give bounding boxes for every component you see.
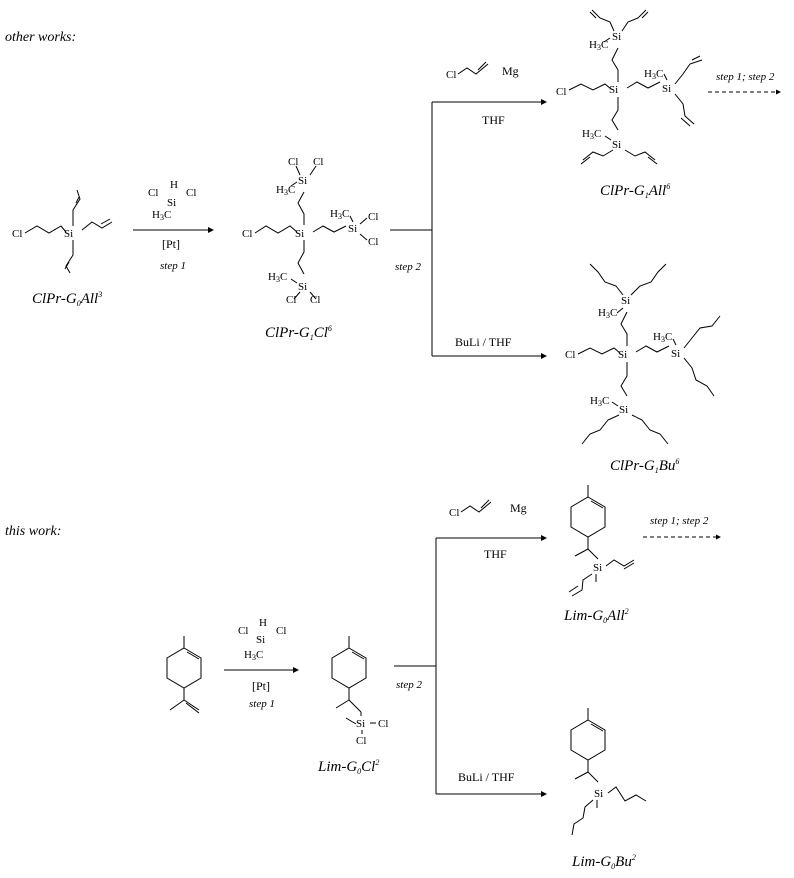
compound-name-lim-g0cl2: Lim-G0Cl2 — [317, 758, 379, 776]
svg-text:H3C: H3C — [152, 209, 171, 222]
structure-lim-g0bu2: Si — [570, 708, 647, 836]
svg-text:Si: Si — [612, 31, 621, 43]
step12-label-top: step 1; step 2 — [716, 71, 775, 83]
structure-clpr-g1cl6: Cl Si Si Cl Cl H3C Si Cl Cl H3C Si H3C C… — [242, 156, 378, 306]
svg-text:Si: Si — [593, 562, 602, 574]
svg-text:Cl: Cl — [310, 294, 320, 306]
svg-text:Cl: Cl — [356, 735, 366, 747]
svg-text:Si: Si — [298, 175, 307, 187]
thf-label-top: THF — [482, 113, 505, 127]
svg-text:H: H — [259, 617, 267, 629]
catalyst-label: [Pt] — [162, 237, 180, 251]
svg-text:H3C: H3C — [330, 208, 349, 221]
svg-text:Cl: Cl — [556, 86, 566, 98]
svg-text:Si: Si — [295, 228, 304, 240]
reagent-allyl-grignard-bottom: Cl Mg — [449, 499, 527, 519]
svg-text:Cl: Cl — [449, 507, 459, 519]
buli-label-bottom: BuLi / THF — [458, 770, 515, 784]
svg-text:Si: Si — [671, 348, 680, 360]
svg-text:Mg: Mg — [510, 501, 527, 515]
svg-text:Si: Si — [356, 718, 365, 730]
reagent-silane-bottom: H Cl Si Cl H3C — [238, 617, 286, 662]
svg-text:H3C: H3C — [268, 271, 287, 284]
compound-name-clpr-g1bu6: ClPr-G1Bu6 — [610, 457, 679, 475]
reagent-allyl-grignard-top: Cl Mg — [446, 61, 519, 81]
svg-text:Cl: Cl — [446, 69, 456, 81]
svg-text:H: H — [170, 179, 178, 191]
svg-text:Si: Si — [256, 634, 265, 646]
atom-cl: Cl — [12, 228, 22, 240]
structure-limonene — [166, 636, 202, 714]
svg-text:Si: Si — [167, 197, 176, 209]
step1-label: step 1 — [160, 260, 186, 272]
svg-text:Si: Si — [619, 404, 628, 416]
svg-text:Cl: Cl — [368, 211, 378, 223]
svg-text:Cl: Cl — [313, 156, 323, 168]
svg-text:H3C: H3C — [598, 307, 617, 320]
svg-text:Cl: Cl — [238, 625, 248, 637]
svg-text:H3C: H3C — [589, 39, 608, 52]
svg-text:Cl: Cl — [368, 236, 378, 248]
step2-label-top: step 2 — [395, 261, 421, 273]
thf-label-bottom: THF — [484, 547, 507, 561]
svg-text:Cl: Cl — [288, 156, 298, 168]
structure-lim-g0all2: Si — [568, 485, 635, 597]
structure-lim-g0cl2: Si Cl Cl — [331, 636, 388, 747]
atom-si: Si — [64, 228, 73, 240]
svg-text:Cl: Cl — [186, 187, 196, 199]
other-works-label: other works: — [5, 30, 76, 45]
structure-clpr-g0all3: Cl Si — [12, 189, 113, 274]
svg-text:Cl: Cl — [378, 718, 388, 730]
svg-text:H3C: H3C — [276, 184, 295, 197]
svg-text:Si: Si — [618, 349, 627, 361]
buli-label-top: BuLi / THF — [455, 335, 512, 349]
step2-label-bottom: step 2 — [396, 679, 422, 691]
svg-text:Si: Si — [298, 281, 307, 293]
catalyst-label-bottom: [Pt] — [252, 679, 270, 693]
svg-text:Si: Si — [609, 84, 618, 96]
svg-text:Si: Si — [594, 788, 603, 800]
compound-name-clpr-g1cl6: ClPr-G1Cl6 — [265, 324, 332, 342]
svg-text:Si: Si — [348, 223, 357, 235]
svg-text:Si: Si — [662, 83, 671, 95]
svg-text:Cl: Cl — [286, 294, 296, 306]
this-work-label: this work: — [5, 524, 61, 539]
svg-text:H3C: H3C — [653, 331, 672, 344]
compound-name-clpr-g1all6: ClPr-G1All6 — [600, 182, 670, 200]
svg-text:Cl: Cl — [276, 625, 286, 637]
svg-text:Mg: Mg — [502, 64, 519, 78]
svg-text:Cl: Cl — [565, 349, 575, 361]
step12-label-bottom: step 1; step 2 — [650, 515, 709, 527]
svg-text:Si: Si — [612, 139, 621, 151]
svg-text:H3C: H3C — [644, 68, 663, 81]
compound-name-lim-g0all2: Lim-G0All2 — [563, 607, 629, 625]
structure-clpr-g1all6: Cl Si Si H3C Si H3C Si H3C — [556, 9, 703, 165]
compound-name-clpr-g0all3: ClPr-G0All3 — [32, 290, 102, 308]
structure-clpr-g1bu6: Cl Si Si H3C Si H3C Si H3C — [565, 263, 721, 445]
compound-name-lim-g0bu2: Lim-G0Bu2 — [571, 853, 636, 871]
svg-text:H3C: H3C — [590, 395, 609, 408]
step1-label-bottom: step 1 — [249, 698, 275, 710]
svg-text:Cl: Cl — [242, 228, 252, 240]
svg-text:H3C: H3C — [582, 128, 601, 141]
svg-text:Si: Si — [621, 295, 630, 307]
reagent-silane-top: H Cl Si Cl H3C — [148, 179, 196, 222]
svg-text:H3C: H3C — [244, 649, 263, 662]
svg-text:Cl: Cl — [148, 187, 158, 199]
